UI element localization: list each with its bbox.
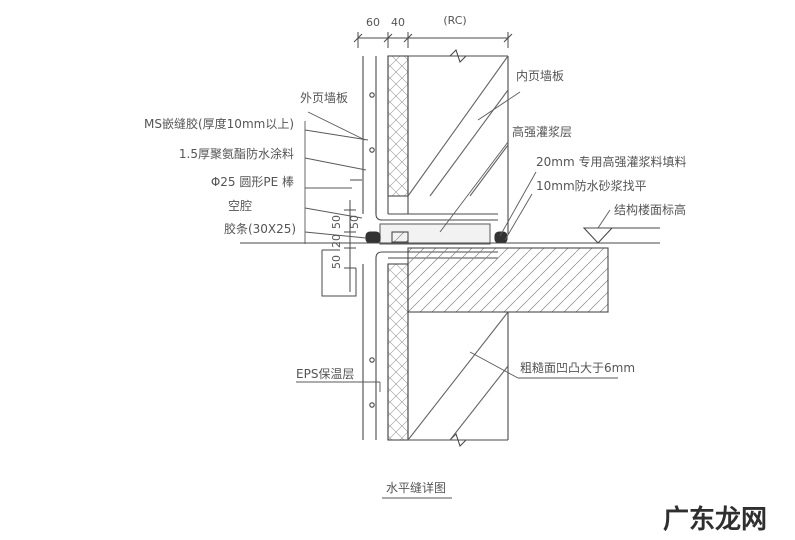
outer-wall-upper [362,48,509,234]
dim-joint-mid: 20 [330,234,343,248]
label-structural-level: 结构楼面标高 [614,202,686,217]
floor-slab [240,242,660,313]
level-marker [582,227,660,244]
watermark-text: 广东龙网 [663,504,767,535]
dim-joint-top: 50 [330,215,343,229]
label-ms-sealant: MS嵌缝胶(厚度10mm以上) [144,116,294,131]
label-pe-rod: Φ25 圆形PE 棒 [211,175,294,189]
outer-wall-lower [362,263,509,448]
dim-40: 40 [391,16,405,29]
dim-joint-mid2: 50 [348,215,361,229]
label-cavity: 空腔 [228,198,252,213]
label-grout-layer: 高强灌浆层 [512,124,572,139]
joint-dimension [321,179,362,297]
dimension-lines [353,32,513,48]
drawing-caption: 水平缝详图 [386,480,446,495]
label-strip: 胶条(30X25) [224,221,296,236]
dim-60: 60 [366,16,380,29]
label-eps-layer: EPS保温层 [296,367,354,381]
dim-joint-bottom: 50 [330,255,343,269]
leader-lines [296,91,618,392]
dim-rc: (RC) [443,14,466,27]
label-outer-panel: 外页墙板 [300,91,348,105]
label-inner-panel: 内页墙板 [516,69,564,83]
label-mortar: 10mm防水砂浆找平 [536,178,647,193]
label-waterproof-coating: 1.5厚聚氨酯防水涂料 [179,146,294,161]
label-special-grout: 20mm 专用高强灌浆料填料 [536,154,686,169]
label-roughness: 粗糙面凹凸大于6mm [520,361,635,375]
